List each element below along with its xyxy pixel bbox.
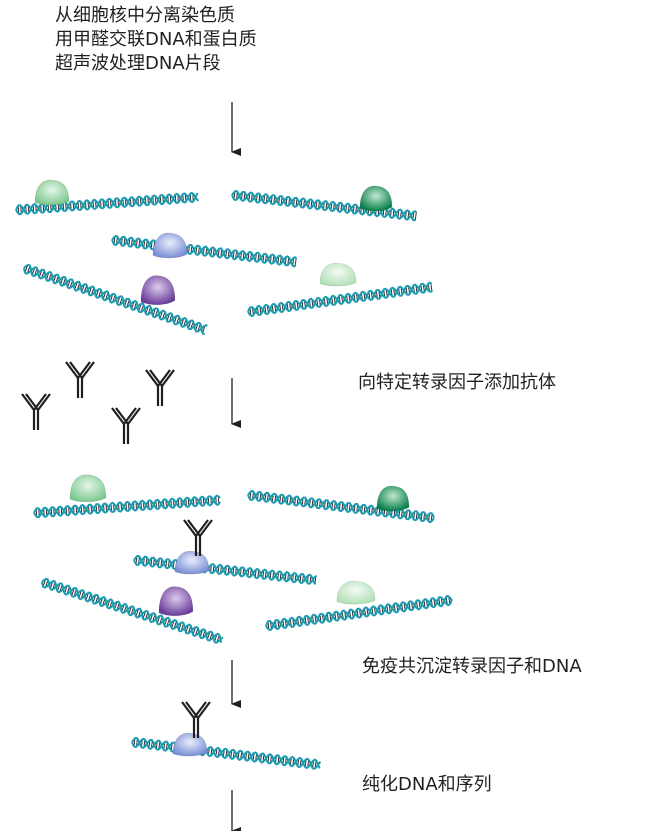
dna-strand-back (23, 263, 205, 335)
antibody-free-2 (65, 361, 95, 398)
dna-strand-back (265, 595, 453, 630)
step-label-immunoprecipitate: 免疫共沉淀转录因子和DNA (362, 656, 582, 677)
dna-strand-back (33, 494, 221, 518)
antibody-stem (192, 718, 200, 738)
antibody-arm-right (123, 407, 141, 425)
dna-fragment-4 (23, 263, 208, 335)
dna-rungs (35, 496, 220, 517)
antibody-free-1 (21, 393, 51, 430)
dna-layer (15, 189, 453, 770)
antibody-free-4 (145, 369, 175, 406)
dna-rungs (17, 193, 194, 214)
dna-rungs (42, 578, 220, 643)
antibody-bound-1 (183, 519, 213, 556)
dna-strand-front (111, 235, 297, 268)
antibody-bound-2 (181, 701, 211, 738)
antibody-stem (122, 424, 130, 444)
protein-dark-green (359, 185, 393, 212)
dna-fragment-8 (133, 554, 318, 586)
antibody-stem (76, 378, 84, 398)
antibody-stem (32, 410, 40, 430)
antibody-free-3 (111, 407, 141, 444)
protein-purple-2 (158, 586, 194, 617)
dna-fragment-9 (41, 577, 224, 644)
dna-strand-back (111, 234, 298, 267)
protein-pale-green (319, 262, 357, 287)
protein-light-green (34, 179, 70, 206)
dna-strand-front (231, 190, 416, 222)
protein-pale-green-2 (336, 580, 376, 605)
step-label-purify-sequence: 纯化DNA和序列 (362, 774, 492, 795)
antibody-arm-right (193, 701, 211, 719)
dna-strand-front (247, 282, 434, 317)
dna-strand-front (131, 737, 322, 770)
intro-line-3: 超声波处理DNA片段 (55, 53, 221, 74)
protein-purple (140, 275, 176, 306)
dna-rungs (267, 596, 451, 630)
antibody-arm-right (77, 361, 95, 379)
dna-strand-front (41, 580, 224, 644)
dna-strand-back (247, 489, 435, 523)
protein-light-green-2 (69, 474, 107, 503)
intro-line-2: 用甲醛交联DNA和蛋白质 (55, 29, 257, 50)
step-label-add-antibody: 向特定转录因子添加抗体 (358, 372, 556, 393)
dna-fragment-5 (247, 281, 434, 317)
dna-rungs (24, 264, 206, 334)
dna-rungs (249, 491, 433, 522)
dna-rungs (233, 191, 417, 220)
protein-dark-green-2 (376, 485, 410, 512)
dna-strand-front (23, 266, 208, 333)
dna-fragment-immunoprecipitated (131, 736, 322, 770)
antibody-stem (156, 386, 164, 406)
dna-strand-front (133, 555, 317, 586)
dna-fragment-3 (111, 234, 298, 268)
antibody-arm-right (157, 369, 175, 387)
protein-blue (152, 232, 188, 259)
antibody-arm-right (33, 393, 51, 411)
protein-blue-2 (174, 550, 210, 575)
intro-line-1: 从细胞核中分离染色质 (55, 5, 235, 26)
protein-blue-3 (172, 732, 208, 757)
dna-fragment-7 (247, 489, 435, 524)
dna-rungs (249, 283, 433, 316)
dna-strand-front (247, 490, 435, 524)
intro-text: 从细胞核中分离染色质 用甲醛交联DNA和蛋白质 超声波处理DNA片段 (55, 4, 257, 76)
protein-layer (34, 179, 410, 757)
dna-strand-front (33, 495, 221, 519)
antibody-stem (194, 536, 202, 556)
antibody-layer (21, 361, 213, 738)
dna-fragment-1 (15, 191, 200, 216)
dna-fragment-10 (265, 595, 453, 631)
dna-strand-front (265, 596, 453, 631)
antibody-arm-right (195, 519, 213, 537)
dna-fragment-6 (33, 494, 221, 519)
dna-strand-front (15, 191, 200, 216)
dna-strand-back (247, 281, 433, 316)
